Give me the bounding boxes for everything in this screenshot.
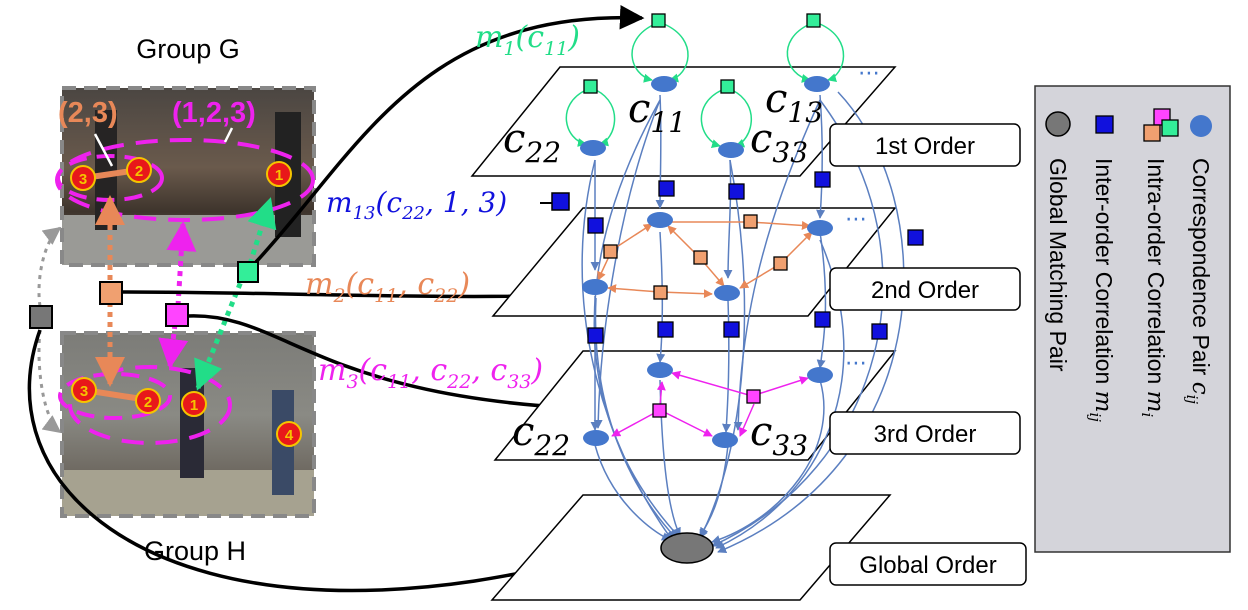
h-person-1: 1	[181, 391, 207, 417]
g-triple-ellipse	[55, 138, 315, 222]
layer-label-1st: 1st Order	[829, 123, 1021, 167]
h-triple-ellipse	[68, 365, 232, 445]
svg-text:3: 3	[80, 383, 88, 400]
inter-square-m13	[551, 192, 570, 211]
global-node	[660, 532, 714, 564]
svg-text:3: 3	[79, 171, 87, 188]
label-c33-first: c33	[750, 116, 808, 169]
green-squares	[583, 13, 821, 94]
label-c33-third: c33	[750, 409, 808, 462]
g-person-2: 2	[126, 157, 152, 183]
blue-squares	[587, 171, 924, 344]
svg-text:Global Order: Global Order	[859, 552, 996, 579]
tag-1-2-3: (1,2,3)	[172, 97, 256, 129]
legend-intra: Intra-order Correlation mi	[1138, 158, 1169, 417]
intra-square-magenta	[165, 303, 189, 327]
m1-label: m1(c11)	[475, 20, 580, 60]
svg-text:4: 4	[285, 427, 294, 444]
intra-square-orange	[99, 281, 123, 305]
label-c22-third: c22	[512, 409, 570, 462]
ellipsis-1st: ⋯	[858, 60, 880, 85]
label-c22-first: c22	[503, 116, 561, 169]
svg-text:2: 2	[135, 163, 143, 180]
svg-text:2: 2	[144, 394, 152, 411]
magenta-squares	[652, 389, 761, 418]
g-person-1: 1	[266, 161, 292, 187]
label-c11: c11	[628, 86, 686, 139]
ellipsis-2nd: ⋯	[845, 206, 867, 231]
svg-text:2nd Order: 2nd Order	[871, 277, 979, 304]
label-c13: c13	[765, 76, 823, 129]
group-g-title: Group G	[136, 34, 240, 64]
svg-text:3rd Order: 3rd Order	[874, 421, 977, 448]
group-h-title: Group H	[144, 536, 246, 566]
h-person-3: 3	[71, 377, 97, 403]
g-person-3: 3	[70, 165, 96, 191]
svg-text:1: 1	[190, 397, 198, 414]
tag-2-3: (2,3)	[58, 97, 118, 129]
orange-squares	[603, 214, 788, 300]
svg-text:1: 1	[275, 167, 283, 184]
first-order-loops	[565, 23, 845, 148]
m2-label: m2(c11, c22)	[305, 267, 470, 307]
h-person-4: 4	[276, 421, 302, 447]
legend-inter: Inter-order Correlation mij	[1086, 158, 1117, 422]
h-pair-ellipse	[58, 372, 172, 420]
h-person-2: 2	[135, 388, 161, 414]
global-square-gray	[29, 305, 53, 329]
layer-label-2nd: 2nd Order	[829, 267, 1021, 311]
correspondence-nodes	[580, 76, 833, 448]
layer-label-3rd: 3rd Order	[829, 411, 1021, 455]
layer-label-global: Global Order	[829, 542, 1027, 586]
svg-text:1st Order: 1st Order	[875, 133, 975, 160]
ellipsis-3rd: ⋯	[845, 350, 867, 375]
intra-square-green	[237, 261, 259, 283]
legend-global: Global Matching Pair	[1045, 158, 1071, 372]
m13-label: m13(c22, 1, 3)	[326, 186, 507, 224]
legend: Correspondence Pair cij Intra-order Corr…	[1034, 85, 1231, 553]
group-h-image	[60, 331, 316, 518]
m3-label: m3(c11, c22, c33)	[318, 353, 543, 393]
legend-correspondence: Correspondence Pair cij	[1183, 158, 1214, 404]
